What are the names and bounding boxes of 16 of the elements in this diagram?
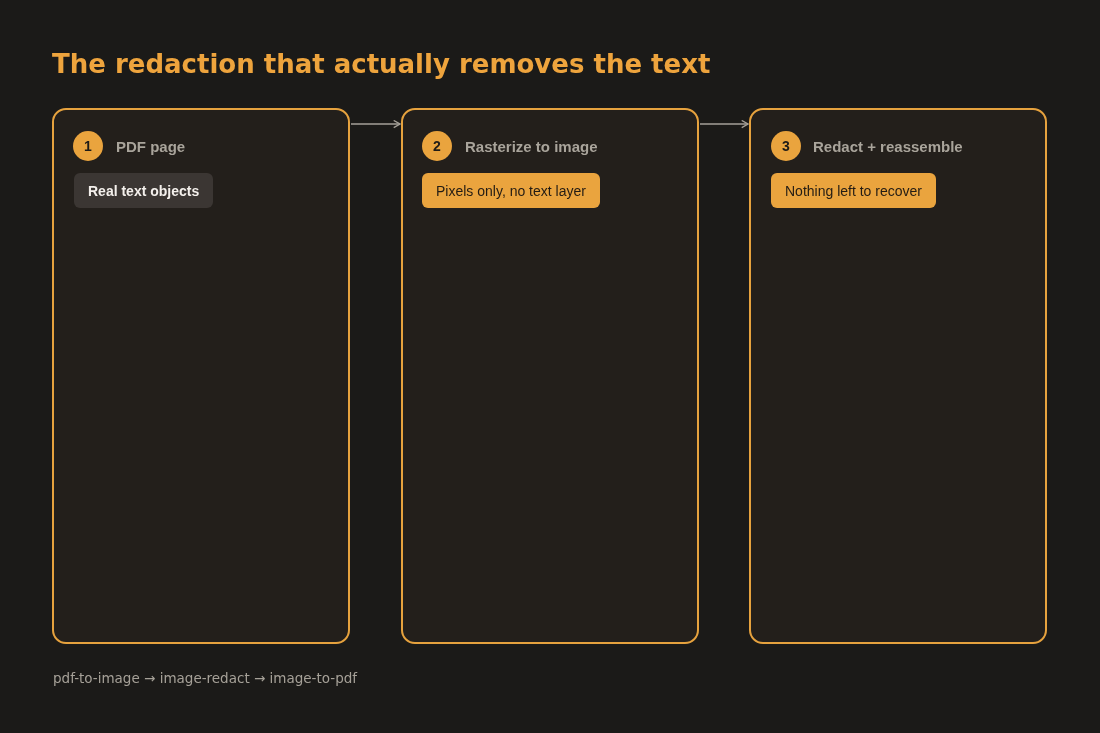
diagram-title: The redaction that actually removes the text	[52, 48, 711, 81]
step-panel	[52, 108, 350, 644]
step-title: Rasterize to image	[465, 138, 598, 156]
step-number: 1	[73, 131, 103, 161]
result-tag: Real text objects	[74, 173, 214, 208]
step-title: Redact + reassemble	[813, 138, 963, 156]
step-number: 2	[422, 131, 452, 161]
arrow	[699, 119, 749, 129]
arrow	[350, 119, 401, 129]
step-panel	[749, 108, 1047, 644]
step-panel	[401, 108, 699, 644]
result-tag: Pixels only, no text layer	[422, 173, 600, 208]
step-number: 3	[771, 131, 801, 161]
caption: pdf-to-image → image-redact → image-to-pdf	[53, 670, 358, 686]
step-title: PDF page	[116, 138, 186, 156]
result-tag: Nothing left to recover	[771, 173, 936, 208]
